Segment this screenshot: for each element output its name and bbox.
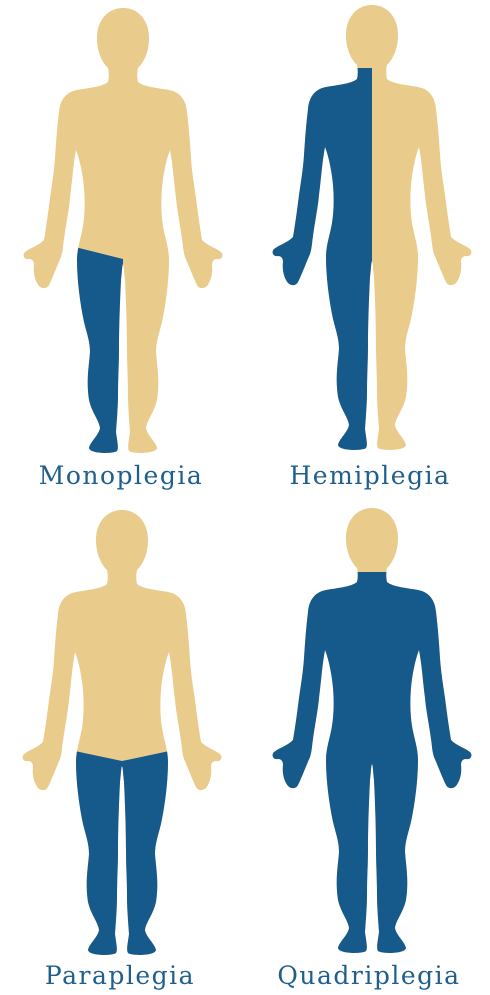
human-figure xyxy=(23,8,223,458)
label-monoplegia: Monoplegia xyxy=(0,460,242,492)
human-figure xyxy=(272,508,472,958)
human-figure xyxy=(22,510,222,960)
body-silhouette xyxy=(24,8,223,453)
label-quadriplegia: Quadriplegia xyxy=(249,960,489,992)
label-hemiplegia: Hemiplegia xyxy=(250,460,490,492)
human-figure xyxy=(272,5,472,455)
label-paraplegia: Paraplegia xyxy=(0,960,240,992)
body-silhouette xyxy=(23,510,222,955)
affected-region xyxy=(273,508,472,953)
